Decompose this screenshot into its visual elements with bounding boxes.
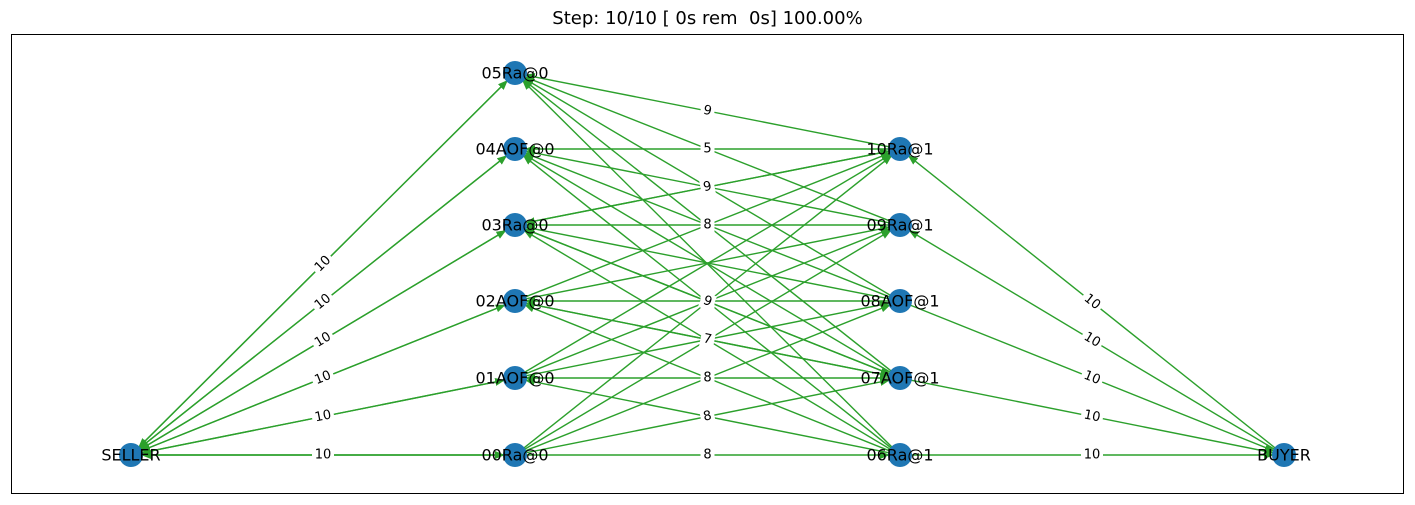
edge-label-background bbox=[699, 407, 716, 426]
edge-label: 8 bbox=[703, 371, 711, 386]
node-label: 09Ra@1 bbox=[866, 216, 933, 235]
edge-label-background bbox=[309, 327, 337, 353]
edge-label-group: 10 bbox=[1078, 366, 1106, 390]
edge-label: 7 bbox=[702, 331, 713, 347]
edge-label: 10 bbox=[1081, 329, 1103, 350]
edge-label-group: 9 bbox=[699, 101, 716, 121]
node-label: 10Ra@1 bbox=[866, 140, 933, 159]
node-seller bbox=[119, 443, 143, 467]
edge-label-background bbox=[700, 217, 715, 233]
edge-label-group: 10 bbox=[1079, 406, 1105, 427]
edge-label-background bbox=[309, 288, 337, 316]
edge-label: 10 bbox=[313, 408, 332, 426]
edge-label-group: 9 bbox=[699, 177, 716, 197]
edge-label-group: 10 bbox=[1078, 288, 1106, 316]
edge-label: 10 bbox=[315, 448, 332, 463]
edge-label-background bbox=[700, 370, 715, 386]
edge-label-background bbox=[1078, 327, 1106, 353]
edge-labels-layer: 10101010101010101010109598788897 bbox=[309, 101, 1106, 463]
edge-label: 8 bbox=[703, 218, 711, 233]
node-09ra-1 bbox=[888, 213, 912, 237]
plot-title: Step: 10/10 [ 0s rem 0s] 100.00% bbox=[552, 8, 863, 29]
edge-label-background bbox=[1081, 447, 1103, 463]
edge-label-group: 10 bbox=[1081, 447, 1103, 463]
edge-label-group: 8 bbox=[700, 370, 715, 386]
edge-label-group: 10 bbox=[310, 406, 336, 427]
edge-label-background bbox=[699, 177, 716, 197]
nodes-layer bbox=[119, 61, 1296, 467]
node-02aof-0 bbox=[503, 289, 527, 313]
edge-label: 10 bbox=[1084, 448, 1101, 463]
edge-label-background bbox=[1078, 366, 1106, 390]
node-label: 03Ra@0 bbox=[481, 216, 548, 235]
edge-label-background bbox=[310, 406, 336, 427]
edge-label: 9 bbox=[702, 103, 713, 119]
edge-label-group: 8 bbox=[700, 217, 715, 233]
node-labels-layer: SELLER 05Ra@0 04AOF@0 03Ra@0 02AOF@0 01AOF@0 0… bbox=[101, 64, 1311, 465]
edge-label-background bbox=[312, 447, 334, 463]
node-label: 00Ra@0 bbox=[481, 446, 548, 465]
edge-label-background bbox=[698, 291, 717, 312]
edge-01aof-0-to-10ra-1 bbox=[524, 154, 892, 373]
edge-label-background bbox=[700, 141, 715, 157]
node-06ra-1 bbox=[888, 443, 912, 467]
edge-label: 8 bbox=[703, 448, 711, 463]
edge-label: 10 bbox=[1082, 408, 1101, 426]
node-label: SELLER bbox=[101, 446, 160, 465]
node-07aof-1 bbox=[888, 366, 912, 390]
edge-label-background bbox=[1079, 406, 1105, 427]
edge-label: 5 bbox=[703, 142, 711, 157]
node-00ra-0 bbox=[503, 443, 527, 467]
edge-label-background bbox=[309, 250, 337, 278]
edge-label: 10 bbox=[313, 368, 334, 388]
edge-label: 9 bbox=[702, 179, 713, 195]
edge-label-group: 10 bbox=[309, 327, 337, 353]
node-label: 02AOF@0 bbox=[476, 292, 555, 311]
edge-label: 8 bbox=[702, 408, 713, 424]
edges-layer bbox=[138, 72, 1276, 459]
node-buyer bbox=[1272, 443, 1296, 467]
edge-label-background bbox=[699, 101, 716, 121]
plot-frame bbox=[11, 34, 1404, 494]
node-label: 05Ra@0 bbox=[481, 64, 548, 83]
node-label: BUYER bbox=[1257, 446, 1311, 465]
edge-label-background bbox=[700, 447, 715, 463]
edge-label-group: 8 bbox=[700, 447, 715, 463]
node-label: 04AOF@0 bbox=[476, 140, 555, 159]
edge-label-group: 10 bbox=[312, 447, 334, 463]
node-05ra-0 bbox=[503, 61, 527, 85]
node-label: 01AOF@0 bbox=[476, 369, 555, 388]
node-label: 06Ra@1 bbox=[866, 446, 933, 465]
node-04aof-0 bbox=[503, 137, 527, 161]
edge-label-group: 8 bbox=[699, 407, 716, 426]
node-label: 07AOF@1 bbox=[861, 369, 940, 388]
node-03ra-0 bbox=[503, 213, 527, 237]
edge-label-group: 10 bbox=[1078, 327, 1106, 353]
edge-label: 10 bbox=[1082, 368, 1103, 388]
edge-label-group: 7 bbox=[699, 330, 716, 349]
node-label: 08AOF@1 bbox=[861, 292, 940, 311]
edge-label-group: 9 bbox=[698, 291, 717, 312]
node-08aof-1 bbox=[888, 289, 912, 313]
node-10ra-1 bbox=[888, 137, 912, 161]
edge-label-background bbox=[699, 330, 716, 349]
edge-label: 10 bbox=[312, 329, 334, 350]
edge-label-background bbox=[309, 366, 337, 390]
edge-label-group: 10 bbox=[309, 250, 337, 278]
node-01aof-0 bbox=[503, 366, 527, 390]
edge-label-group: 10 bbox=[309, 366, 337, 390]
edge-label-background bbox=[1078, 288, 1106, 316]
edge-label-group: 10 bbox=[309, 288, 337, 316]
edge-label-group: 5 bbox=[700, 141, 715, 157]
